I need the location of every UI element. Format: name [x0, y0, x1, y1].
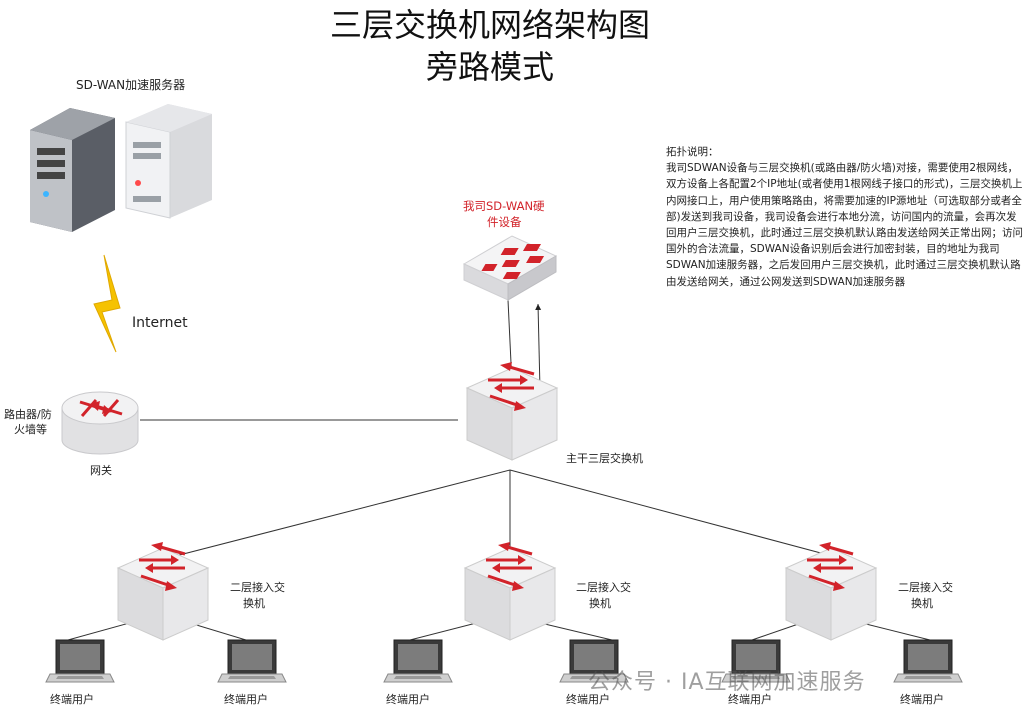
terminal-label: 终端用户 — [900, 693, 944, 706]
gateway-label: 网关 — [90, 464, 112, 477]
lightning-icon — [93, 254, 121, 353]
diagram-subtitle: 旁路模式 — [425, 48, 554, 86]
access-switch-label-line2: 换机 — [243, 597, 265, 610]
terminal-label: 终端用户 — [728, 693, 772, 706]
server-label: SD-WAN加速服务器 — [76, 78, 186, 92]
access-switch-label-line1: 二层接入交 — [230, 581, 285, 594]
server-icon — [30, 104, 212, 232]
laptop-icon — [217, 639, 287, 683]
switch-icon — [465, 360, 559, 462]
topology-description: 拓扑说明： 我司SDWAN设备与三层交换机(或路由器/防火墙)对接，需要使用2根… — [666, 144, 1026, 290]
terminal-label: 终端用户 — [386, 693, 430, 706]
switch-icon — [116, 540, 210, 642]
access-switch-label-line2: 换机 — [589, 597, 611, 610]
terminal-label: 终端用户 — [50, 693, 94, 706]
link-core-to-device — [535, 303, 542, 391]
laptop-icon — [383, 639, 453, 683]
router-label-line2: 火墙等 — [14, 423, 47, 436]
switch-icon — [463, 540, 557, 642]
switch-icon — [784, 540, 878, 642]
description-heading: 拓扑说明： — [666, 146, 719, 158]
description-body: 我司SDWAN设备与三层交换机(或路由器/防火墙)对接，需要使用2根网线，双方设… — [666, 162, 1023, 288]
access-switch-label-line2: 换机 — [911, 597, 933, 610]
link-core-access-left — [159, 469, 511, 561]
access-switch-label-line1: 二层接入交 — [898, 581, 953, 594]
diagram-title: 三层交换机网络架构图 — [329, 6, 650, 44]
watermark: 公众号 · IA互联网加速服务 — [588, 670, 866, 695]
router-label-line1: 路由器/防 — [4, 408, 52, 421]
router-icon — [61, 391, 139, 455]
internet-label: Internet — [132, 315, 188, 331]
access-switch-label-line1: 二层接入交 — [576, 581, 631, 594]
laptop-icon — [893, 639, 963, 683]
link-core-access-right — [509, 469, 833, 557]
terminal-label: 终端用户 — [566, 693, 610, 706]
laptop-icon — [45, 639, 115, 683]
sdwan-device-icon — [462, 235, 558, 301]
sdwan-device-label-line1: 我司SD-WAN硬 — [463, 199, 545, 213]
core-switch-label: 主干三层交换机 — [566, 452, 643, 465]
terminal-label: 终端用户 — [224, 693, 268, 706]
sdwan-device-label-line2: 件设备 — [487, 215, 522, 229]
